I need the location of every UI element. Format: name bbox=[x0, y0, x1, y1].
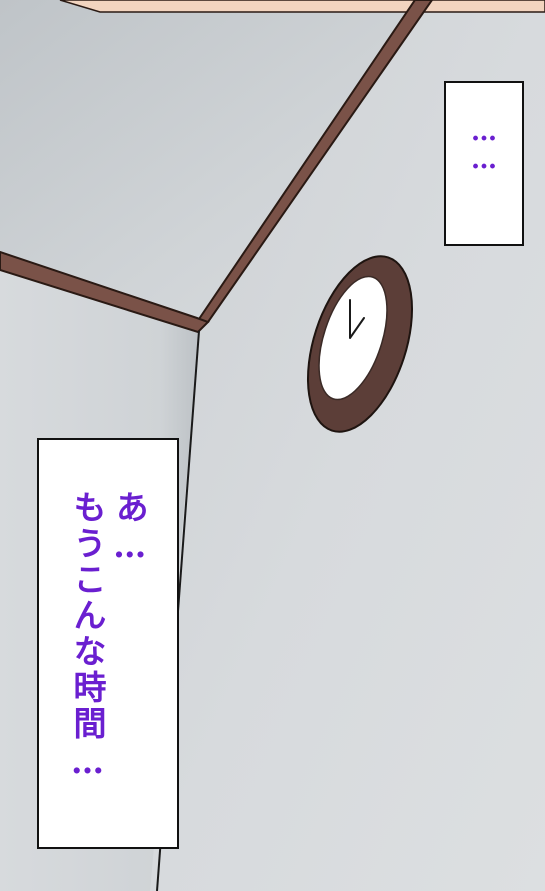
speech-text-main: あ… もうこんな時間… bbox=[68, 490, 150, 784]
speech-box-ellipsis: …… bbox=[444, 81, 524, 246]
ceiling bbox=[0, 0, 430, 328]
top-edge-strip bbox=[59, 0, 545, 13]
wall-clock-icon bbox=[306, 255, 414, 433]
crown-molding-left bbox=[0, 250, 210, 334]
speech-text-ellipsis: …… bbox=[469, 117, 499, 173]
speech-box-main: あ… もうこんな時間… bbox=[37, 438, 179, 849]
